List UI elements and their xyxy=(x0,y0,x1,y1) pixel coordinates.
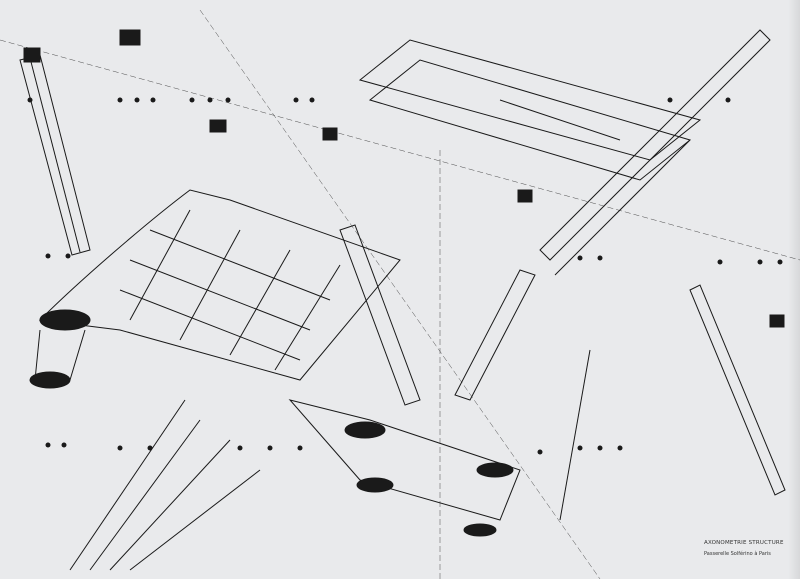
construction-lines xyxy=(0,9,800,579)
drawing-subtitle: Passerelle Solférino à Paris xyxy=(704,551,771,557)
central-arch-node xyxy=(288,224,536,537)
page-edge-shadow xyxy=(788,0,800,579)
upper-deck-frame xyxy=(119,29,786,496)
reference-tags xyxy=(27,97,783,455)
left-column xyxy=(19,47,91,256)
drawing-title: AXONOMETRIE STRUCTURE xyxy=(704,540,784,546)
railing-panels xyxy=(69,139,691,571)
title-block: AXONOMETRIE STRUCTURE Passerelle Solféri… xyxy=(704,540,784,557)
left-arch-deck xyxy=(29,189,401,389)
